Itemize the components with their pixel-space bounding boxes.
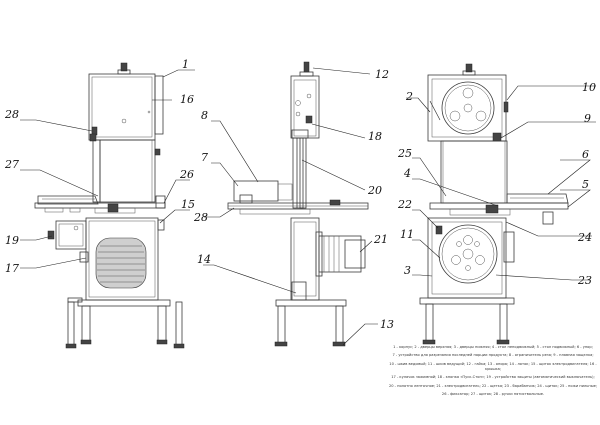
legend-row: 10 - шкив ведомый; 11 - шкив ведущий; 12… <box>389 361 597 371</box>
callout-4: 4 <box>403 167 411 180</box>
callout-20: 20 <box>367 184 382 197</box>
callout-8: 8 <box>201 109 208 122</box>
callout-28-middle: 28 <box>193 211 208 224</box>
callout-6: 6 <box>582 148 589 161</box>
callout-11: 11 <box>400 228 414 241</box>
pusher-device <box>233 180 279 202</box>
tension-knob <box>120 62 128 72</box>
callout-16: 16 <box>180 93 194 106</box>
legend-row: 26 - фиксатор; 27 - щиток; 28 - ручки пя… <box>441 392 545 397</box>
callout-12: 12 <box>375 68 389 81</box>
callout-1: 1 <box>182 58 189 71</box>
front-view <box>34 62 185 349</box>
callout-17: 17 <box>5 262 19 275</box>
callout-5: 5 <box>582 178 589 191</box>
parts-legend: 1 - корпус; 2 - дверцы верхняя; 3 - двер… <box>388 345 598 401</box>
legend-row: 17 - кулачок зажимной; 18 - кнопка «Пуск… <box>391 375 595 380</box>
start-stop-button <box>305 115 313 124</box>
legend-row: 1 - корпус; 2 - дверцы верхняя; 3 - двер… <box>393 345 593 349</box>
callout-15: 15 <box>181 198 195 211</box>
upper-housing <box>88 73 156 141</box>
callout-9: 9 <box>584 112 591 125</box>
legend-row: 7 - устройство для разрезания последней … <box>392 353 594 358</box>
tension-nut <box>303 61 310 73</box>
drive-pulley <box>438 224 498 284</box>
callout-10: 10 <box>582 81 596 94</box>
callout-19: 19 <box>5 234 19 247</box>
side-view <box>227 61 369 347</box>
callout-28-left: 28 <box>4 108 19 121</box>
callout-25: 25 <box>397 147 412 160</box>
open-view <box>419 63 569 345</box>
callout-18: 18 <box>368 130 382 143</box>
motor <box>318 235 362 273</box>
callout-2: 2 <box>405 90 413 103</box>
callout-14: 14 <box>197 253 211 266</box>
callout-24: 24 <box>577 231 592 244</box>
legend-row: 20 - полотно ленточное; 21 - электродвиг… <box>388 383 598 388</box>
callout-23: 23 <box>577 274 592 287</box>
callout-labels: 1 16 28 27 26 15 19 17 8 7 28 14 12 18 2… <box>4 58 596 331</box>
leader-lines <box>20 67 596 346</box>
callout-21: 21 <box>373 233 388 246</box>
callout-13: 13 <box>380 318 394 331</box>
motor-vent-grille <box>95 237 147 289</box>
right-table <box>429 202 569 210</box>
callout-26: 26 <box>179 168 194 181</box>
callout-27: 27 <box>4 158 19 171</box>
driven-pulley <box>441 81 495 135</box>
callout-7: 7 <box>201 151 208 164</box>
callout-22: 22 <box>397 198 412 211</box>
callout-3: 3 <box>404 264 411 277</box>
